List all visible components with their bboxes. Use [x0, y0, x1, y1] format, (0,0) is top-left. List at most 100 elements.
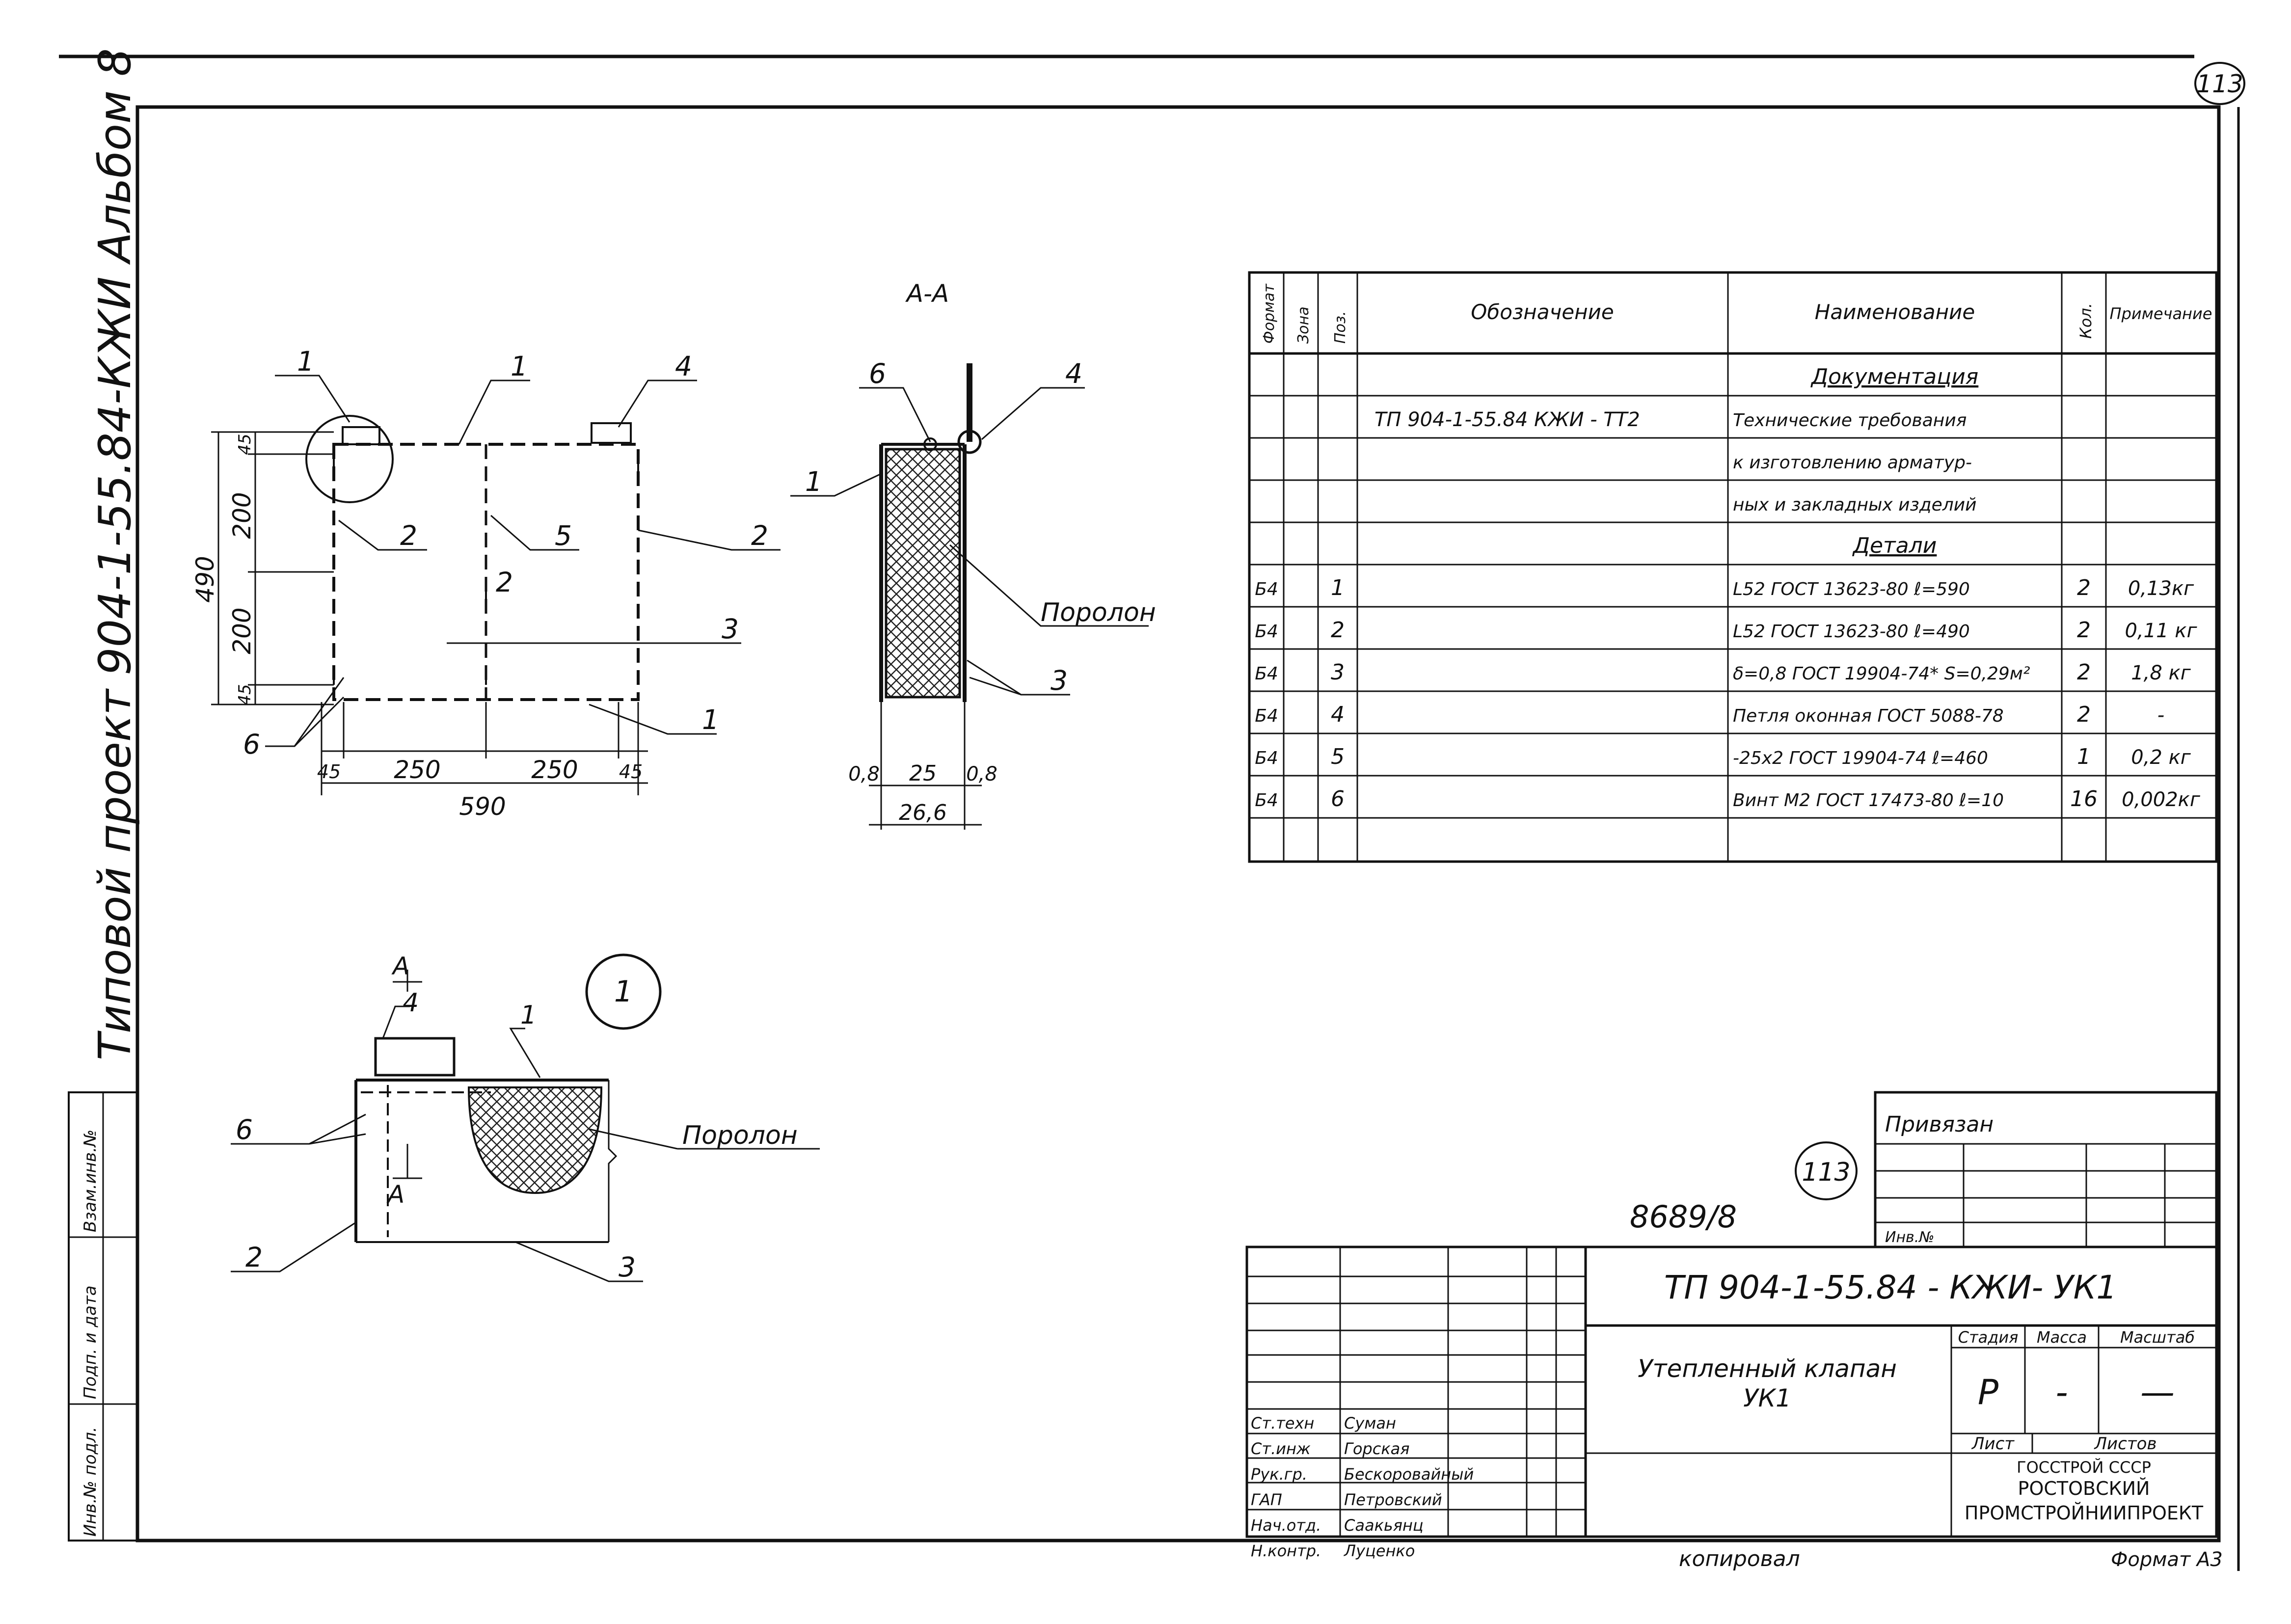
dim-upper: 200 — [228, 492, 256, 539]
spec-cell-name: Детали — [1852, 533, 1937, 558]
stamp-replace-label: Взам.инв.№ — [81, 1130, 100, 1232]
section-title: А-А — [905, 279, 949, 308]
tb-sheet-label: Лист — [1971, 1434, 2015, 1454]
side-stamp: Инв.№ подл. Подп. и дата Взам.инв.№ — [68, 1091, 138, 1542]
detail-circle — [585, 953, 662, 1030]
staff-role: ГАП — [1251, 1490, 1282, 1509]
doc-code: ТП 904-1-55.84 - КЖИ- УК1 — [1664, 1269, 2117, 1306]
spec-cell-designation: ТП 904-1-55.84 КЖИ - ТТ2 — [1375, 408, 1640, 431]
front-callout-5: 5 — [555, 520, 572, 551]
section-callout-3: 3 — [1051, 665, 1068, 696]
front-callout-2-left: 2 — [400, 520, 417, 551]
spec-cell-pos: 5 — [1331, 744, 1345, 769]
section-foam-outline — [885, 448, 961, 699]
dim-top-edge: 45 — [235, 433, 255, 455]
org-city: РОСТОВСКИЙ — [2018, 1478, 2150, 1499]
spec-cell-name: ных и закладных изделий — [1733, 495, 1977, 515]
section-view: А-А 6 4 1 3 Поролон 0,8 25 0,8 26,6 — [790, 279, 1156, 830]
spec-cell-qty: 2 — [2077, 575, 2091, 600]
spec-cell-name: Документация — [1810, 364, 1979, 389]
tb-stage-value: Р — [1978, 1372, 1999, 1412]
spec-cell-note: 0,002кг — [2122, 788, 2201, 811]
dim-height: 490 — [191, 556, 219, 602]
front-callout-6: 6 — [243, 729, 260, 760]
section-screw — [923, 437, 937, 451]
spec-cell-pos: 1 — [1331, 575, 1345, 600]
stamp-sign-label: Подп. и дата — [81, 1285, 100, 1399]
spec-cell-qty: 16 — [2070, 786, 2098, 812]
copied-by-label: копировал — [1679, 1546, 1800, 1571]
spec-cell-format: Б4 — [1255, 622, 1278, 642]
spec-cell-format: Б4 — [1255, 706, 1278, 726]
dim-edge-left: 45 — [317, 761, 341, 783]
section-dim-core: 25 — [909, 761, 937, 786]
spec-header-zone: Зона — [1295, 306, 1312, 344]
staff-name: Горская — [1344, 1439, 1410, 1458]
section-dim-total: 26,6 — [899, 800, 947, 825]
front-callout-2-right: 2 — [751, 520, 768, 551]
staff-name: Саакьянц — [1344, 1516, 1424, 1535]
detail-callout-1: 1 — [520, 1001, 537, 1030]
tb-scale-value: — — [2140, 1372, 2175, 1412]
binding-box: Привязан Инв.№ — [1874, 1091, 2218, 1248]
page-number: 113 — [2196, 70, 2243, 98]
detail-callout-6: 6 — [236, 1114, 253, 1145]
spec-cell-name: δ=0,8 ГОСТ 19904-74* S=0,29м² — [1733, 664, 2030, 684]
spec-cell-name: Петля оконная ГОСТ 5088-78 — [1733, 706, 2004, 726]
item-name: Утепленный клапан — [1638, 1354, 1897, 1383]
stamp-inv-label: Инв.№ подл. — [81, 1427, 100, 1537]
spec-table: Формат Зона Поз. Обозначение Наименовани… — [1248, 271, 2218, 863]
staff-name: Бескоровайный — [1344, 1465, 1474, 1484]
spec-cell-format: Б4 — [1255, 748, 1278, 768]
spec-cell-pos: 3 — [1331, 660, 1345, 685]
dim-right-span: 250 — [531, 756, 578, 784]
org-institute: ПРОМСТРОЙНИИПРОЕКТ — [1965, 1502, 2204, 1524]
section-callout-4: 4 — [1065, 358, 1082, 389]
dim-left-span: 250 — [394, 756, 440, 784]
binding-title: Привязан — [1885, 1112, 1994, 1137]
detail-hinge — [374, 1037, 456, 1077]
tb-sheets-label: Листов — [2093, 1434, 2156, 1454]
detail-view: 1 4 1 6 2 3 Поролон А А — [231, 952, 820, 1283]
front-hinge-left — [342, 426, 380, 445]
spec-cell-pos: 6 — [1331, 786, 1345, 812]
detail-callout-3: 3 — [619, 1251, 636, 1283]
front-callout-2-mid: 2 — [496, 567, 513, 598]
spec-header-qty: Кол. — [2076, 303, 2095, 339]
dim-edge-right: 45 — [619, 761, 643, 783]
spec-cell-qty: 2 — [2077, 702, 2091, 727]
spec-cell-note: 0,13кг — [2128, 577, 2194, 600]
detail-section-mark-bottom: А — [386, 1180, 404, 1209]
front-callout-1-bottom: 1 — [702, 704, 719, 735]
spec-cell-note: - — [2157, 704, 2164, 727]
front-callout-4: 4 — [675, 351, 692, 382]
tb-header-scale: Масштаб — [2120, 1328, 2195, 1347]
dim-total-width: 590 — [459, 792, 506, 821]
spec-cell-name: к изготовлению арматур- — [1733, 453, 1972, 473]
item-code: УК1 — [1743, 1384, 1791, 1412]
spec-cell-name: -25х2 ГОСТ 19904-74 ℓ=460 — [1733, 748, 1988, 768]
staff-name: Петровский — [1344, 1490, 1442, 1509]
spec-cell-note: 1,8 кг — [2131, 662, 2191, 684]
detail-callout-2: 2 — [245, 1242, 263, 1273]
dim-lower: 200 — [228, 607, 256, 654]
detail-material-label: Поролон — [682, 1121, 798, 1150]
page-number-circle — [2194, 62, 2245, 105]
spec-cell-pos: 2 — [1331, 618, 1345, 643]
spec-header-designation: Обозначение — [1471, 300, 1614, 324]
archive-stamp-circle — [1795, 1141, 1858, 1200]
side-title: Типовой проект 904-1-55.84-КЖИ Альбом 8 — [89, 48, 141, 1060]
front-hinge-right — [591, 422, 632, 444]
archive-stamp-number: 113 — [1802, 1158, 1850, 1187]
spec-cell-name: L52 ГОСТ 13623-80 ℓ=590 — [1733, 579, 1970, 599]
section-callout-6: 6 — [869, 358, 886, 389]
staff-role: Ст.инж — [1251, 1439, 1311, 1458]
detail-circle-label: 1 — [614, 974, 633, 1009]
spec-header-pos: Поз. — [1332, 311, 1349, 344]
tb-header-mass: Масса — [2037, 1328, 2087, 1347]
section-foam-fill — [886, 449, 960, 697]
archive-number: 8689/8 — [1630, 1199, 1737, 1235]
staff-name: Луценко — [1344, 1542, 1415, 1560]
